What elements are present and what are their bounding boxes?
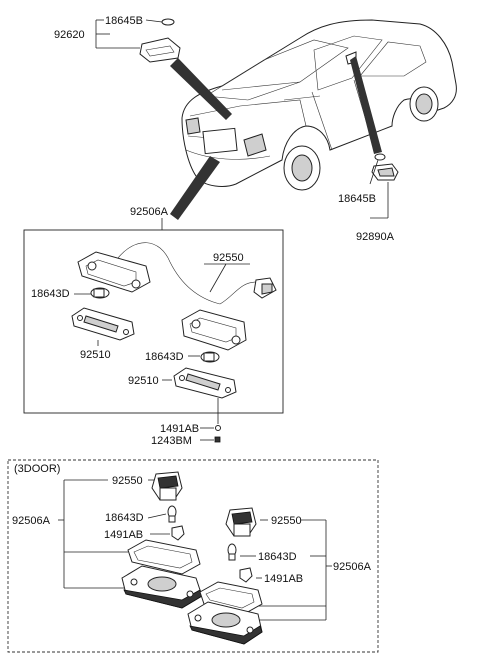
label-assembly-main: 92506A (130, 206, 169, 218)
assembly-box (23, 229, 284, 414)
label-screw: 1491AB (160, 423, 199, 435)
label-door3-right-bulb: 18643D (258, 551, 297, 563)
door3-right-bulb-part (227, 543, 237, 561)
nut-part (214, 436, 221, 443)
bulb-main-2 (200, 351, 220, 363)
side-lamp-part (371, 153, 399, 181)
label-bulb-main-2: 18643D (145, 351, 184, 363)
door3-left-socket-part (151, 471, 183, 501)
label-lens-main-2: 92510 (128, 375, 159, 387)
lamp-housing-2 (181, 309, 247, 351)
label-door3-right-socket: 92550 (271, 515, 302, 527)
door3-left-bulb-part (167, 505, 177, 523)
label-door3-left-screw: 1491AB (104, 529, 143, 541)
pointer-plate-lamp (170, 156, 220, 220)
label-top-lamp: 92620 (54, 29, 85, 41)
top-lamp-part (139, 18, 181, 63)
lens-main-1 (71, 307, 135, 341)
label-side-bulb: 18645B (338, 193, 376, 205)
door3-left-gasket-part (127, 539, 201, 575)
connector-part (253, 277, 277, 299)
bulb-main-1 (90, 287, 110, 299)
door3-right-housing-part (187, 601, 263, 645)
door3-right-socket-part (225, 507, 257, 537)
label-door3-left-socket: 92550 (112, 475, 143, 487)
lens-main-2 (173, 367, 237, 399)
door3-left-screw-part (171, 525, 185, 541)
label-nut: 1243BM (151, 435, 192, 447)
label-lens-main-1: 92510 (80, 349, 111, 361)
section-title: (3DOOR) (14, 463, 60, 475)
label-top-bulb: 18645B (105, 15, 143, 27)
label-socket-main: 92550 (213, 252, 244, 264)
door3-left-housing-part (121, 565, 203, 609)
car-illustration (181, 19, 457, 191)
label-door3-right-screw: 1491AB (264, 573, 303, 585)
label-door3-left-assembly: 92506A (12, 515, 51, 527)
door3-right-screw-part (239, 567, 253, 583)
label-bulb-main-1: 18643D (31, 288, 70, 300)
lamp-housing-1 (77, 251, 151, 293)
pointer-side-lamp (350, 56, 382, 154)
pointer-top-lamp (170, 58, 232, 120)
label-door3-left-bulb: 18643D (105, 512, 144, 524)
label-side-lamp: 92890A (356, 231, 395, 243)
three-door-section (7, 459, 379, 653)
screw-part (215, 425, 221, 431)
label-door3-right-assembly: 92506A (333, 561, 372, 573)
